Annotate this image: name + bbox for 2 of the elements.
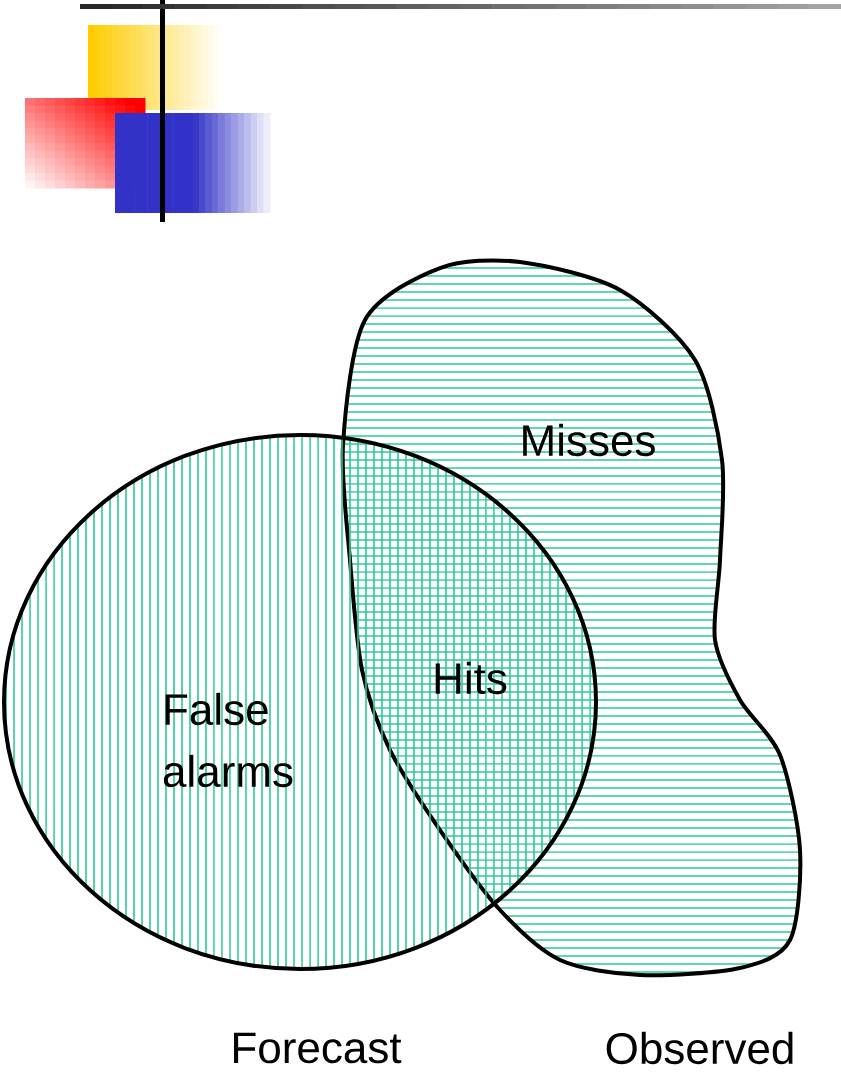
set-caption: Observed [606,1031,793,1065]
set-caption: Forecast [234,1032,402,1064]
